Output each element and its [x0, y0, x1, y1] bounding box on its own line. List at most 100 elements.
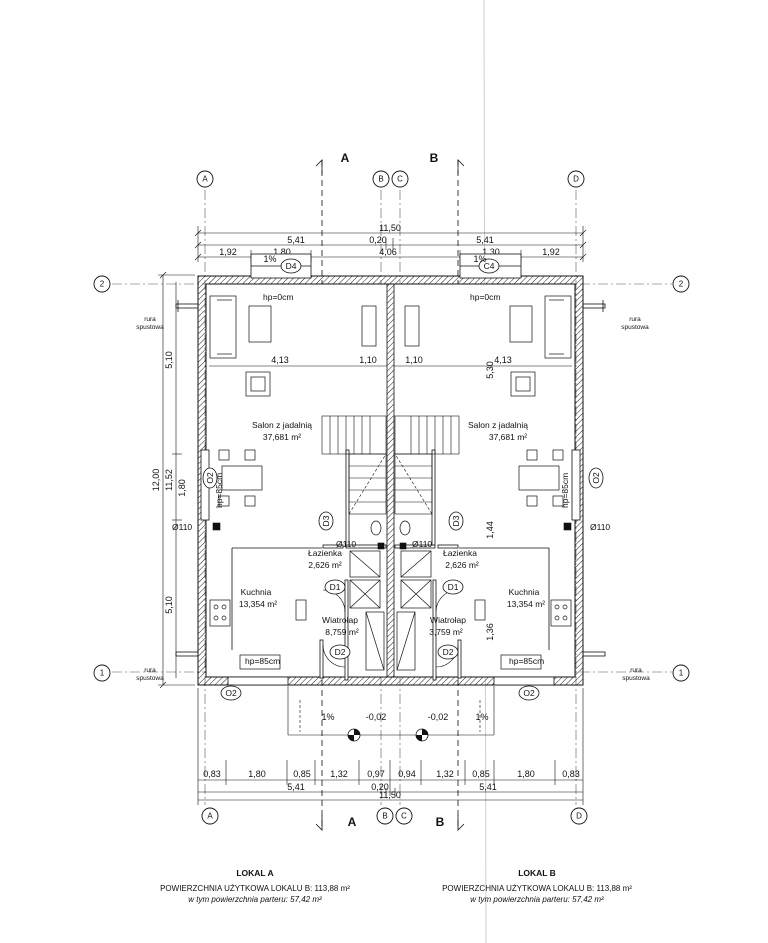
tag-d2-left: D2 [335, 647, 346, 657]
element-tags [202, 258, 604, 701]
rura-bottom-right: rura [630, 667, 642, 674]
room-salon-area-right: 37,681 m² [489, 432, 527, 442]
dim-inner-right-136: 1,36 [485, 623, 495, 641]
dim-left-mid: 1,80 [177, 479, 187, 497]
room-lazienka-right: Łazienka [443, 548, 477, 558]
footer-lokal-a: LOKAL A POWIERZCHNIA UŻYTKOWA LOKALU B: … [140, 868, 370, 905]
axis-label-2-left: 2 [100, 280, 105, 289]
pipe-markers [212, 522, 572, 550]
room-salon-right: Salon z jadalnią [468, 420, 528, 430]
dim-left-inner: 11,52 [164, 469, 174, 491]
dim-top-half-right: 5,41 [476, 235, 494, 245]
room-wiatrolap-area-right: 3,759 m² [429, 627, 463, 637]
spustowa-top-left: spustowa [136, 324, 164, 331]
dim-bottom-half-right: 5,41 [479, 782, 497, 792]
room-wiatrolap-left: Wiatrołap [322, 615, 358, 625]
section-mark-b-top: B [430, 151, 439, 165]
dim-top-total: 11,50 [379, 223, 401, 233]
room-lazienka-area-right: 2,626 m² [445, 560, 479, 570]
dim-bottom-132-left: 1,32 [330, 769, 348, 779]
footer-lokal-b: LOKAL B POWIERZCHNIA UŻYTKOWA LOKALU B: … [422, 868, 652, 905]
dim-top-180: 1,80 [273, 247, 291, 257]
rura-bottom-left: rura [144, 667, 156, 674]
dim-inner-413-left: 4,13 [271, 355, 289, 365]
tag-o2-right-window: O2 [591, 472, 601, 484]
dim-top-406: 4,06 [379, 247, 397, 257]
hp85-bottom-right: hp=85cm [509, 656, 544, 666]
tag-d3-left: D3 [321, 515, 331, 526]
furniture-left [209, 295, 377, 670]
left-dimension-lines [158, 271, 195, 689]
room-kuchnia-area-left: 13,354 m² [239, 599, 277, 609]
hp85-left-window: hp=85cm [214, 473, 224, 508]
dim-bottom-total: 11,50 [379, 790, 401, 800]
pipe-dim-bath-left: Ø110 [336, 539, 356, 549]
room-wiatrolap-area-left: 8,759 m² [325, 627, 359, 637]
axis-label-c-bottom: C [401, 812, 407, 821]
dim-bottom-132-right: 1,32 [436, 769, 454, 779]
level-right: -0,02 [428, 712, 449, 722]
axis-label-2-right: 2 [679, 280, 684, 289]
spustowa-bottom-left: spustowa [136, 675, 164, 682]
dim-top-192-right: 1,92 [542, 247, 560, 257]
section-mark-a-top: A [341, 151, 350, 165]
tag-d2-right: D2 [443, 647, 454, 657]
tag-d1-left: D1 [330, 582, 341, 592]
dim-left-upper: 5,10 [164, 351, 174, 369]
axis-label-d-bottom: D [576, 812, 582, 821]
footer-lokal-b-area: POWIERZCHNIA UŻYTKOWA LOKALU B: 113,88 m… [442, 884, 632, 893]
hp85-right-window: hp=85cm [560, 473, 570, 508]
dim-inner-110-left: 1,10 [359, 355, 377, 365]
axis-label-a-top: A [202, 175, 208, 184]
footer-lokal-b-title: LOKAL B [518, 868, 556, 878]
tag-c4: C4 [484, 261, 495, 271]
room-wiatrolap-right: Wiatrołap [430, 615, 466, 625]
dim-bottom-180-right: 1,80 [517, 769, 535, 779]
footer-lokal-b-ground-floor: w tym powierzchnia parteru: 57,42 m² [470, 895, 604, 904]
dim-bottom-097: 0,97 [367, 769, 385, 779]
rura-top-right: rura [629, 316, 641, 323]
dim-left-total: 12,00 [151, 469, 161, 492]
section-mark-b-bottom: B [436, 815, 445, 829]
tag-d1-right: D1 [448, 582, 459, 592]
dim-bottom-085-right: 0,85 [472, 769, 490, 779]
dim-top-192-left: 1,92 [219, 247, 237, 257]
slope-top-left: 1% [263, 254, 276, 264]
dim-bottom-half-left: 5,41 [287, 782, 305, 792]
tag-o2-bottom-left: O2 [225, 688, 237, 698]
slope-bottom-left: 1% [321, 712, 334, 722]
room-salon-left: Salon z jadalnią [252, 420, 312, 430]
door-swings [322, 589, 459, 668]
rura-top-left: rura [144, 316, 156, 323]
level-left: -0,02 [366, 712, 387, 722]
level-markers [347, 728, 429, 742]
axis-label-a-bottom: A [207, 812, 213, 821]
axis-label-b-bottom: B [382, 812, 387, 821]
axis-label-b-top: B [378, 175, 383, 184]
pipe-dim-left: Ø110 [172, 522, 192, 532]
footer-lokal-a-area: POWIERZCHNIA UŻYTKOWA LOKALU B: 113,88 m… [160, 884, 350, 893]
dim-top-mid: 0,20 [369, 235, 387, 245]
drain-pipes [175, 300, 606, 657]
terrace [287, 686, 495, 736]
hp0-right: hp=0cm [470, 292, 500, 302]
room-kuchnia-right: Kuchnia [509, 587, 540, 597]
slope-top-right: 1% [473, 254, 486, 264]
footer-lokal-a-title: LOKAL A [236, 868, 274, 878]
dim-left-lower: 5,10 [164, 596, 174, 614]
dim-bottom-083-left: 0,83 [203, 769, 221, 779]
dim-top-130: 1,30 [482, 247, 500, 257]
axis-label-1-right: 1 [679, 669, 684, 678]
party-wall [386, 283, 395, 678]
pipe-dim-right: Ø110 [590, 522, 610, 532]
dim-bottom-mid: 0,20 [371, 782, 389, 792]
spustowa-top-right: spustowa [621, 324, 649, 331]
dim-inner-right-530: 5,30 [485, 361, 495, 379]
room-lazienka-area-left: 2,626 m² [308, 560, 342, 570]
axis-label-d-top: D [573, 175, 579, 184]
dim-bottom-094: 0,94 [398, 769, 416, 779]
axis-bubbles [93, 170, 690, 825]
staircases [321, 415, 460, 515]
room-kuchnia-left: Kuchnia [241, 587, 272, 597]
